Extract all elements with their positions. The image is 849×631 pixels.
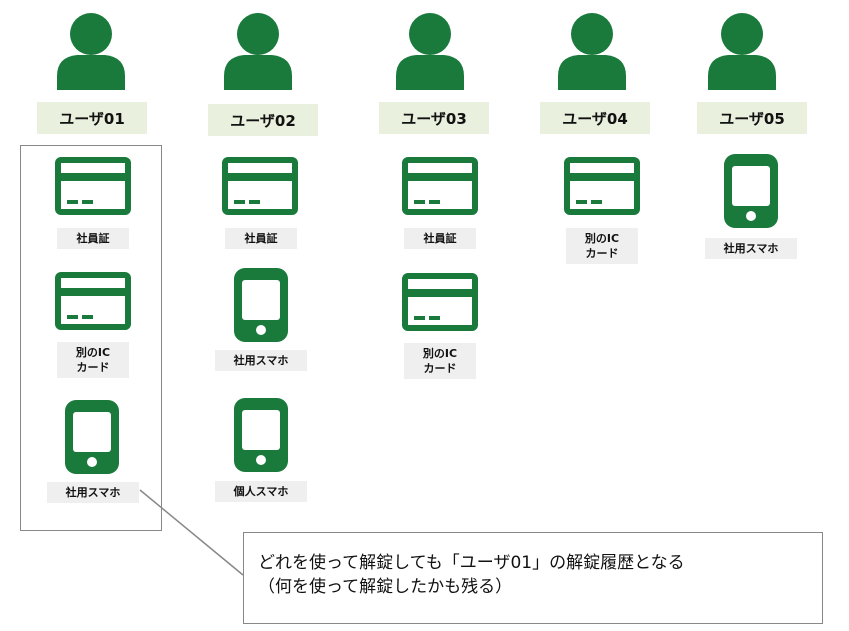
device-label: 社員証	[404, 228, 476, 249]
callout-line-2: （何を使って解錠したかも残る）	[258, 577, 513, 597]
user-icon	[394, 10, 466, 90]
user01-device-group	[20, 145, 162, 531]
user-label: ユーザ05	[697, 102, 807, 134]
smartphone-icon	[63, 398, 121, 476]
smartphone-icon	[722, 152, 780, 230]
user-icon	[55, 10, 127, 90]
user-label: ユーザ01	[37, 102, 147, 134]
card-icon	[562, 155, 642, 217]
device-label: 個人スマホ	[215, 481, 307, 502]
user-icon	[556, 10, 628, 90]
callout-line-1: どれを使って解錠しても「ユーザ01」の解錠履歴となる	[258, 553, 685, 573]
device-label: 社用スマホ	[705, 238, 797, 259]
device-label: 社員証	[225, 228, 297, 249]
user-label: ユーザ04	[540, 102, 650, 134]
card-icon	[220, 155, 300, 217]
user-icon	[706, 10, 778, 90]
device-label: 社用スマホ	[215, 350, 307, 371]
user-icon	[222, 10, 294, 90]
smartphone-icon	[232, 396, 290, 474]
card-icon	[400, 155, 480, 217]
device-label: 社用スマホ	[47, 482, 139, 503]
user-label: ユーザ02	[208, 104, 318, 136]
card-icon	[400, 271, 480, 333]
callout-box: どれを使って解錠しても「ユーザ01」の解錠履歴となる （何を使って解錠したかも残…	[243, 532, 823, 624]
smartphone-icon	[232, 266, 290, 344]
device-label: 社員証	[57, 228, 129, 249]
user-label: ユーザ03	[379, 102, 489, 134]
card-icon	[53, 270, 133, 332]
card-icon	[53, 155, 133, 217]
